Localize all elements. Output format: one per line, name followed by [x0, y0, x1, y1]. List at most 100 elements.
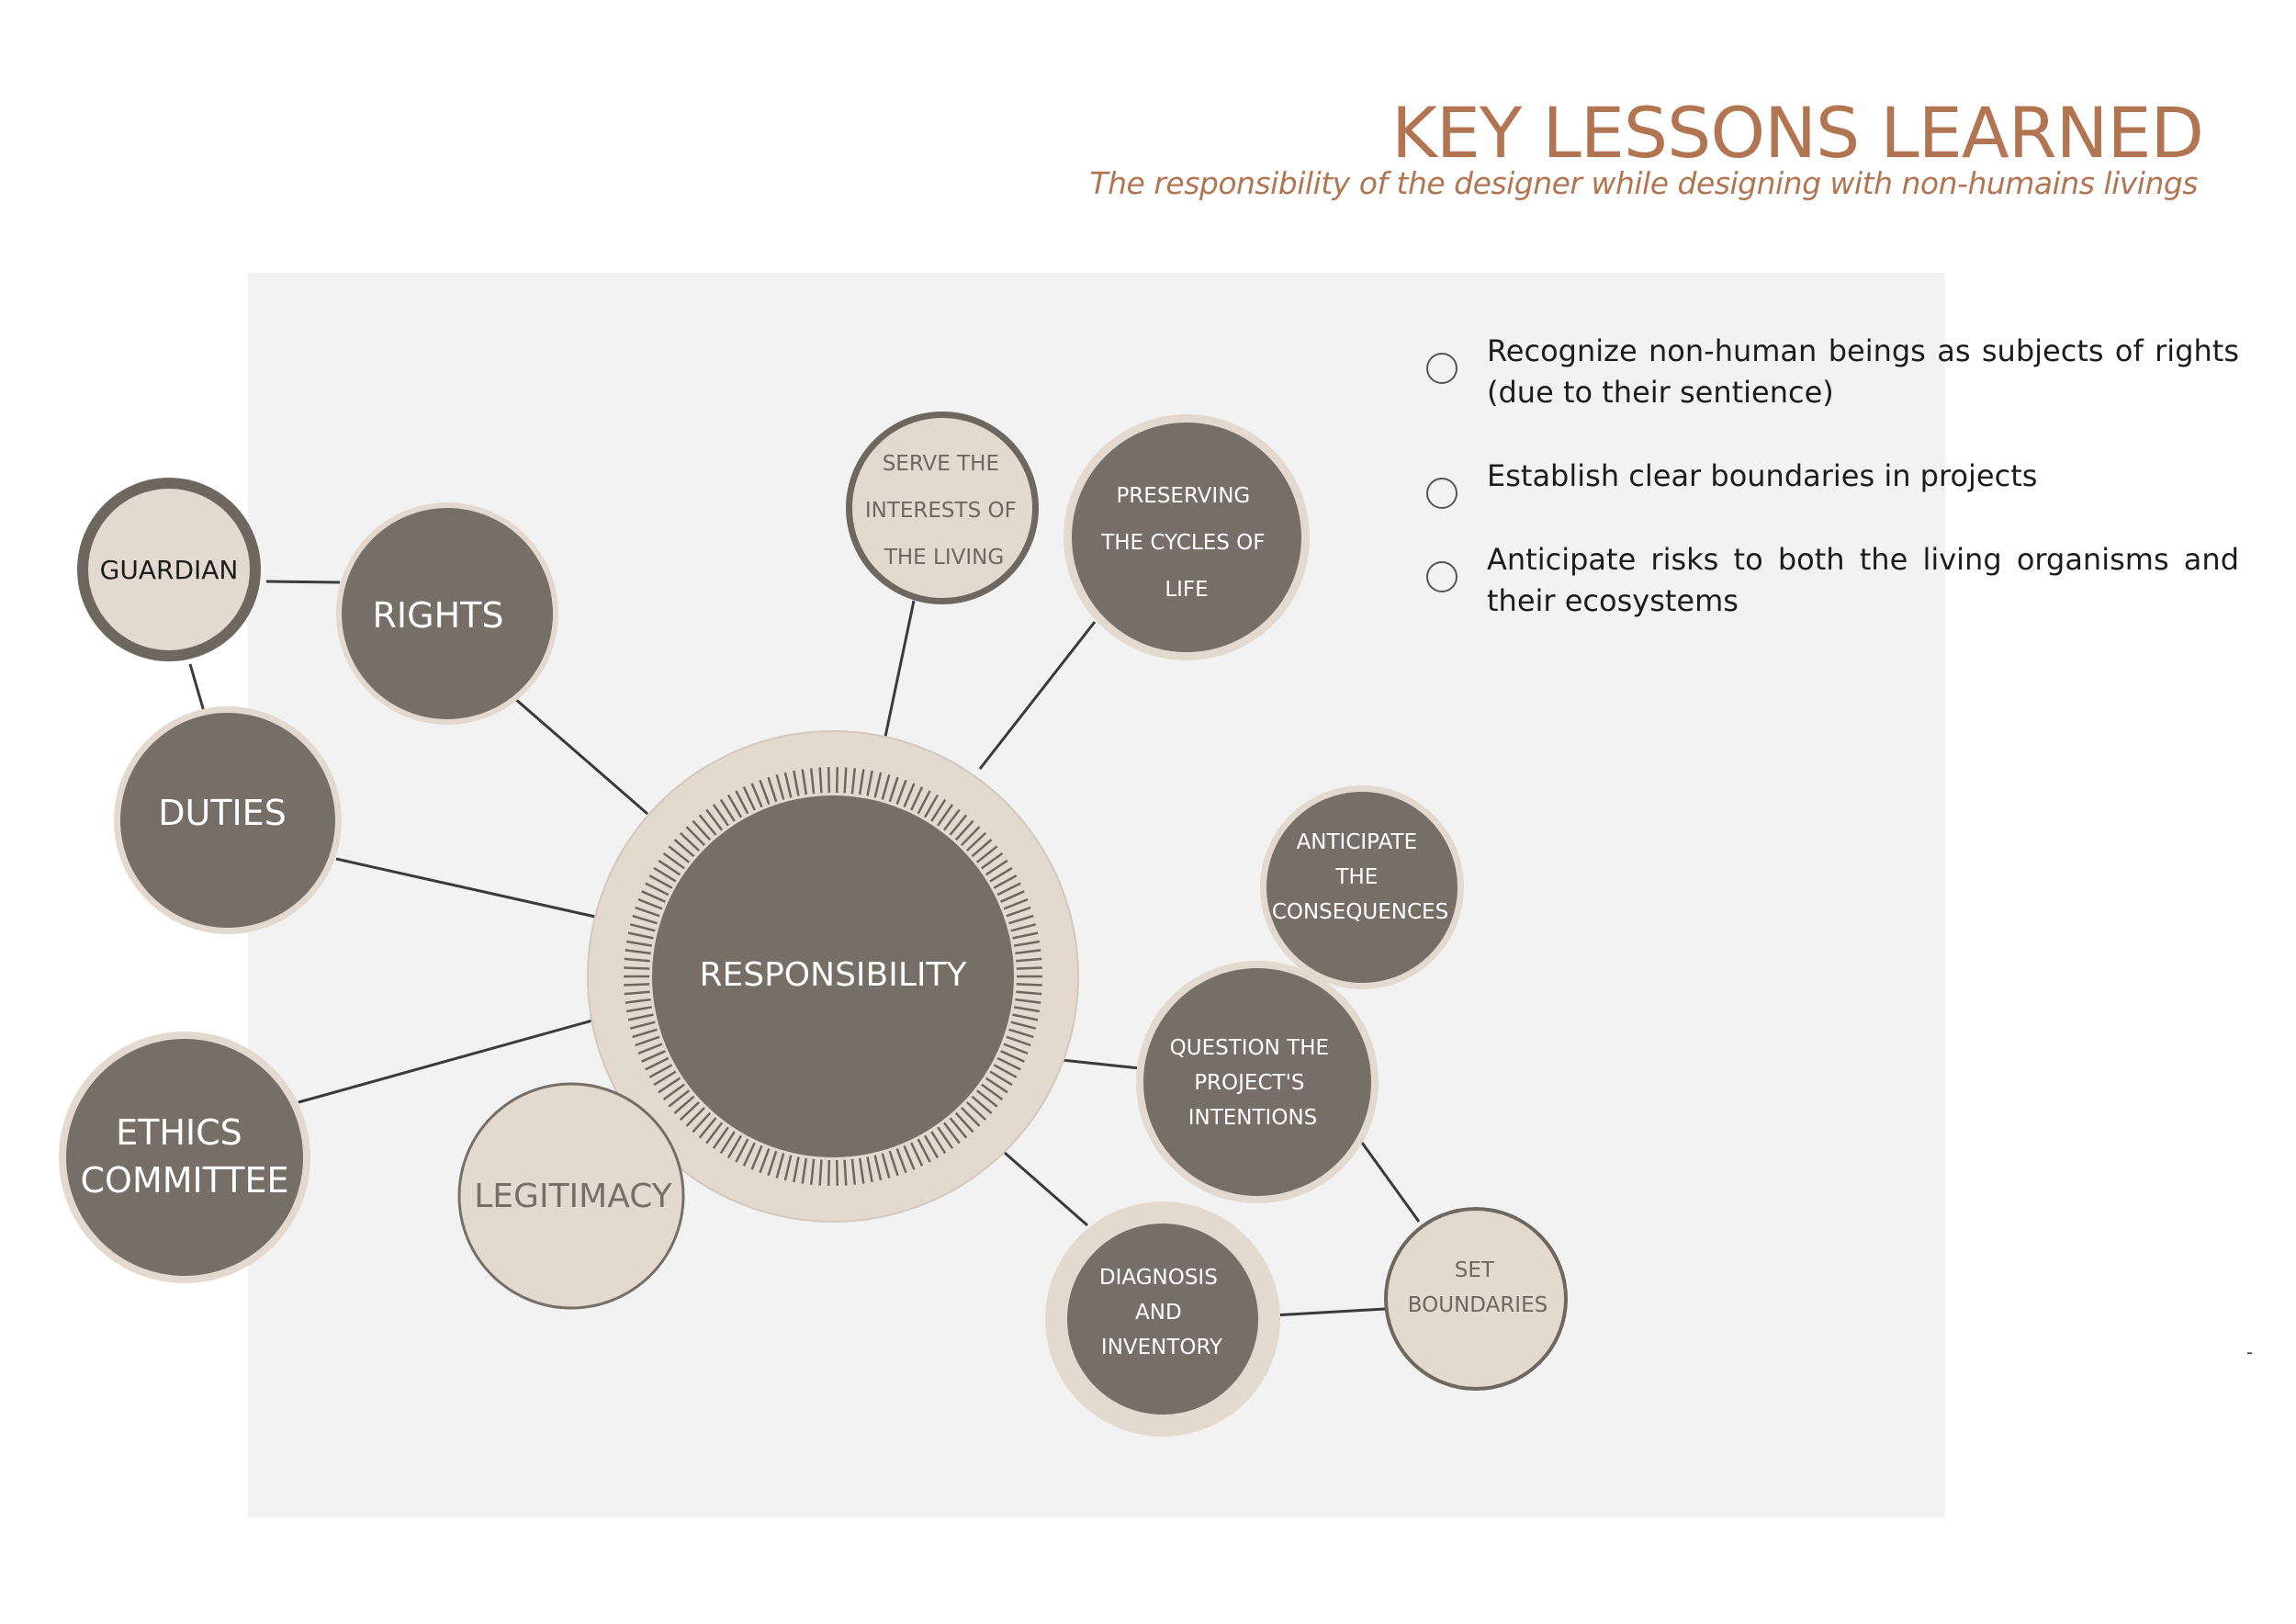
connector-preserving-center — [978, 621, 1097, 770]
diagnosis-label-line2: AND — [1135, 1301, 1182, 1325]
tick-mark — [1015, 949, 1041, 955]
tick-mark — [658, 1077, 681, 1094]
preserving-label-line1: PRESERVING — [1116, 484, 1250, 508]
tick-mark — [698, 1117, 717, 1139]
tick-mark — [971, 839, 993, 858]
tick-mark — [1010, 1021, 1037, 1030]
tick-mark — [645, 1056, 670, 1071]
connector-ethics-center — [298, 1019, 593, 1104]
anticipate-consequences-node: ANTICIPATE THE CONSEQUENCES — [1260, 785, 1464, 989]
tick-mark — [873, 1155, 883, 1181]
footer-mark: - — [2246, 1341, 2254, 1363]
responsibility-node: RESPONSIBILITY — [587, 730, 1079, 1223]
tick-mark — [775, 1153, 785, 1179]
tick-mark — [641, 890, 666, 903]
tick-mark — [726, 794, 743, 818]
tick-mark — [866, 1156, 873, 1183]
tick-mark — [1003, 1043, 1029, 1055]
tick-mark — [1016, 990, 1042, 996]
tick-mark — [627, 1013, 654, 1021]
svg-text:SET BOUNDARIES: SET BOUNDARIES — [1408, 1258, 1548, 1317]
guardian-node: GUARDIAN — [77, 478, 261, 661]
tick-mark — [624, 990, 650, 996]
tick-mark — [1010, 923, 1037, 932]
tick-mark — [850, 768, 857, 795]
tick-mark — [917, 790, 931, 815]
tick-mark — [759, 779, 771, 805]
tick-mark — [625, 940, 653, 947]
legitimacy-node: LEGITIMACY — [457, 1082, 685, 1310]
tick-mark — [971, 1095, 993, 1114]
tick-mark — [949, 814, 968, 836]
tick-mark — [965, 831, 987, 852]
boundaries-label-line2: BOUNDARIES — [1408, 1293, 1548, 1317]
responsibility-tick-ring — [624, 767, 1042, 1186]
tick-mark — [930, 798, 947, 822]
lesson-item: Recognize non-human beings as subjects o… — [1426, 331, 2239, 413]
lesson-text: Anticipate risks to both the living orga… — [1487, 542, 2239, 618]
lesson-item: Establish clear boundaries in projects — [1426, 456, 2239, 509]
svg-text:RIGHTS: RIGHTS — [373, 595, 504, 636]
tick-mark — [942, 1122, 961, 1145]
svg-text:QUESTION THE PROJECT'S: QUESTION THE PROJECT'S INTENTIONS — [1170, 1036, 1336, 1130]
tick-mark — [625, 949, 651, 955]
tick-mark — [809, 1158, 816, 1185]
anticipate-label-line3: CONSEQUENCES — [1272, 900, 1448, 924]
page-subtitle: The responsibility of the designer while… — [1089, 165, 2198, 201]
preserving-label-line3: LIFE — [1165, 578, 1208, 602]
tick-mark — [866, 770, 873, 796]
tick-mark — [767, 1150, 778, 1177]
tick-mark — [858, 769, 865, 795]
lesson-item: Anticipate risks to both the living orga… — [1426, 539, 2239, 622]
tick-mark — [648, 874, 673, 889]
tick-mark — [625, 1006, 653, 1013]
tick-mark — [653, 866, 677, 883]
tick-mark — [712, 1126, 729, 1149]
tick-mark — [910, 1142, 924, 1167]
tick-mark — [827, 1159, 831, 1186]
tick-mark — [989, 866, 1013, 883]
tick-mark — [624, 966, 650, 970]
ethics-committee-node: ETHICS COMMITTEE — [59, 1032, 310, 1283]
svg-text:GUARDIAN: GUARDIAN — [100, 555, 239, 585]
tick-mark — [1015, 998, 1041, 1004]
tick-mark — [835, 767, 839, 794]
tick-mark — [881, 774, 891, 800]
lesson-text: Recognize non-human beings as subjects o… — [1487, 333, 2239, 410]
tick-mark — [937, 804, 954, 827]
tick-mark — [1016, 983, 1042, 987]
tick-mark — [1006, 906, 1031, 918]
tick-mark — [989, 1070, 1013, 1087]
serve-interests-node: SERVE THE INTERESTS OF THE LIVING — [846, 412, 1039, 604]
tick-mark — [985, 859, 1008, 876]
tick-mark — [685, 826, 705, 846]
rights-label: RIGHTS — [373, 595, 504, 636]
connector-serve-center — [884, 600, 916, 738]
tick-mark — [801, 1157, 808, 1184]
svg-text:ETHICS COMMITTEE: ETHICS COMMITTEE — [81, 1112, 289, 1201]
legitimacy-label: LEGITIMACY — [474, 1178, 672, 1215]
connector-guardian-duties — [188, 663, 207, 716]
tick-mark — [705, 1122, 724, 1145]
serve-label-line3: THE LIVING — [884, 546, 1004, 570]
tick-mark — [653, 1070, 677, 1087]
tick-mark — [1016, 966, 1042, 970]
question-intentions-node: QUESTION THE PROJECT'S INTENTIONS — [1136, 961, 1379, 1203]
tick-mark — [1013, 940, 1041, 947]
tick-mark — [1003, 897, 1029, 910]
tick-mark — [1000, 890, 1025, 903]
tick-mark — [923, 794, 940, 818]
key-lessons-list: Recognize non-human beings as subjects o… — [1426, 331, 2239, 664]
connector-center-diagnosis — [1004, 1151, 1088, 1227]
serve-label-line2: INTERESTS OF — [865, 499, 1017, 523]
ethics-label-line1: ETHICS — [116, 1112, 242, 1153]
tick-mark — [850, 1158, 857, 1185]
tick-mark — [895, 779, 907, 805]
svg-text:DUTIES: DUTIES — [158, 793, 287, 833]
diagnosis-label-line1: DIAGNOSIS — [1099, 1266, 1218, 1290]
tick-mark — [629, 923, 656, 932]
tick-mark — [996, 1056, 1021, 1071]
tick-mark — [705, 808, 724, 831]
tick-mark — [1000, 1050, 1025, 1063]
